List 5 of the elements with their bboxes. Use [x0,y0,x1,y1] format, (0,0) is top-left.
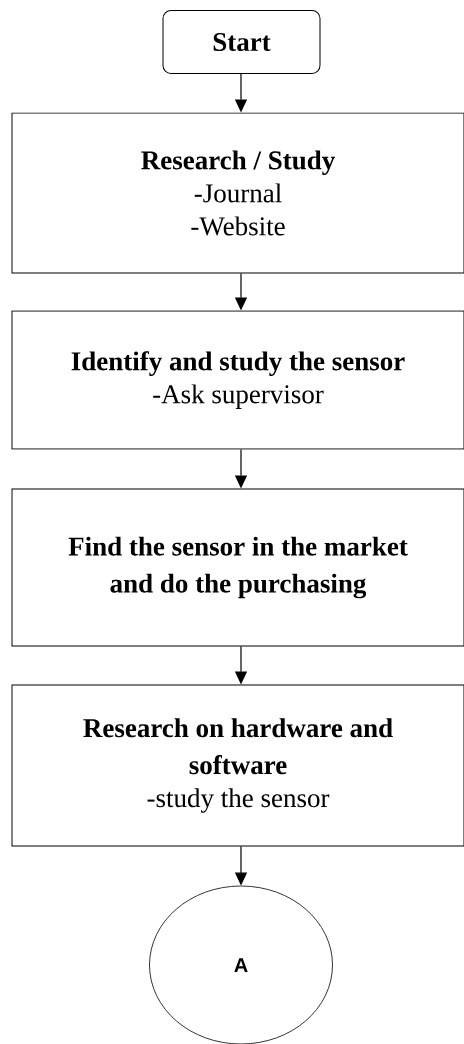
process-box: Research on hardware and software -study the sensor [11,684,464,847]
process-box: Find the sensor in the market and do the purchasing [11,488,464,647]
process-box: Identify and study the sensor -Ask supervisor [11,310,464,450]
start-box: Start [162,10,321,74]
process-box: Research / Study -Journal -Website [11,112,464,274]
